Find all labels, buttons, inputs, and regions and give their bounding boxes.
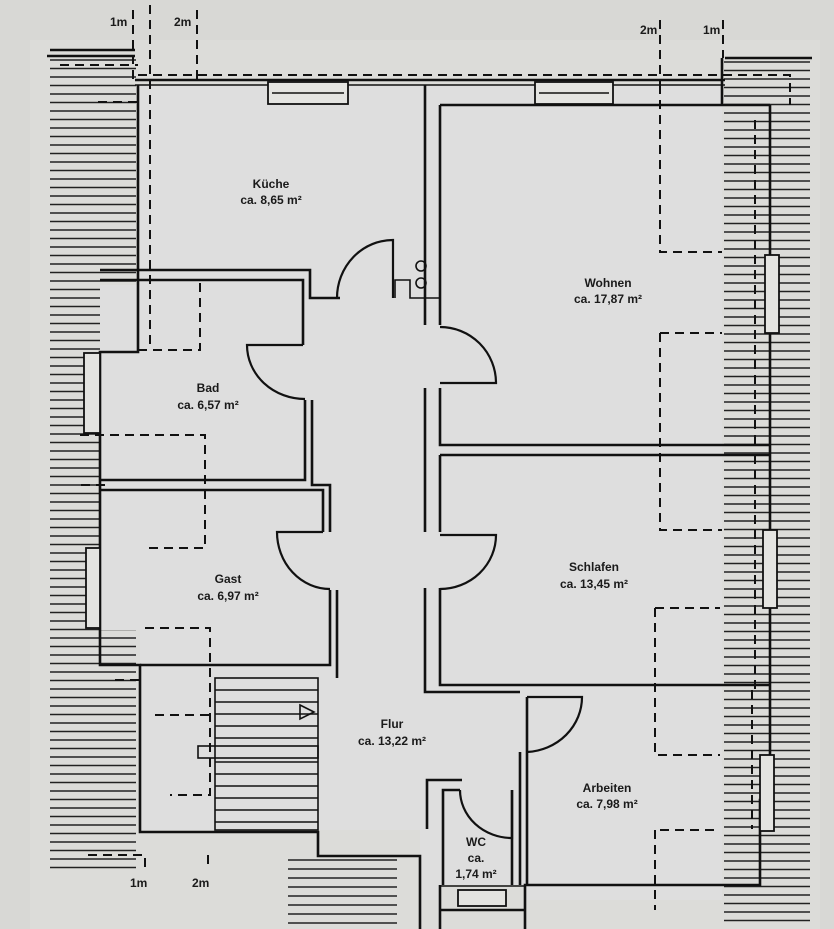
interior-floor — [100, 85, 722, 900]
room-area-prefix: ca. — [468, 851, 485, 865]
room-name: Bad — [197, 381, 220, 395]
height-lines — [60, 5, 791, 910]
door-wc — [458, 789, 514, 840]
scale-label: 1m — [130, 876, 147, 890]
room-name: Arbeiten — [583, 781, 632, 795]
chimney-flue-icon — [415, 277, 427, 289]
room-area: ca. 6,57 m² — [177, 398, 238, 412]
room-name: Schlafen — [569, 560, 619, 574]
outer-walls — [47, 48, 812, 929]
room-wc: WC ca. 1,74 m² — [455, 835, 496, 881]
door-gast — [275, 530, 331, 591]
room-gast: Gast ca. 6,97 m² — [197, 572, 258, 603]
door-schlafen — [439, 533, 498, 591]
room-wohnen: Wohnen ca. 17,87 m² — [574, 276, 642, 306]
room-arbeiten: Arbeiten ca. 7,98 m² — [576, 781, 637, 811]
door-bad — [245, 343, 306, 401]
scale-label: 2m — [640, 23, 657, 37]
room-kueche: Küche ca. 8,65 m² — [240, 177, 301, 207]
room-area: ca. 7,98 m² — [576, 797, 637, 811]
staircase-lower — [288, 859, 397, 924]
room-flur: Flur ca. 13,22 m² — [358, 717, 426, 748]
room-bad: Bad ca. 6,57 m² — [177, 381, 238, 412]
room-area: ca. 8,65 m² — [240, 193, 301, 207]
windows — [83, 81, 780, 907]
chimney-flue-icon — [415, 260, 427, 272]
door-arbeiten — [526, 695, 584, 754]
room-area: 1,74 m² — [455, 867, 496, 881]
room-area: ca. 13,22 m² — [358, 734, 426, 748]
room-area: ca. 17,87 m² — [574, 292, 642, 306]
interior-walls — [100, 85, 770, 885]
room-schlafen: Schlafen ca. 13,45 m² — [560, 560, 628, 591]
door-wohnen — [439, 325, 498, 385]
scale-label: 2m — [192, 876, 209, 890]
room-area: ca. 6,97 m² — [197, 589, 258, 603]
room-name: WC — [466, 835, 486, 849]
scale-label: 2m — [174, 15, 191, 29]
doors — [245, 238, 584, 840]
room-name: Gast — [215, 572, 242, 586]
roof-hatch-right — [724, 61, 810, 922]
room-name: Flur — [381, 717, 404, 731]
scale-marks: 1m 2m 2m 1m 1m 2m — [110, 15, 720, 890]
room-name: Küche — [253, 177, 290, 191]
staircase — [197, 677, 319, 831]
scale-label: 1m — [110, 15, 127, 29]
door-kueche — [335, 238, 395, 299]
room-area: ca. 13,45 m² — [560, 577, 628, 591]
room-name: Wohnen — [584, 276, 631, 290]
stair-direction-arrow-icon — [299, 703, 316, 721]
scale-label: 1m — [703, 23, 720, 37]
